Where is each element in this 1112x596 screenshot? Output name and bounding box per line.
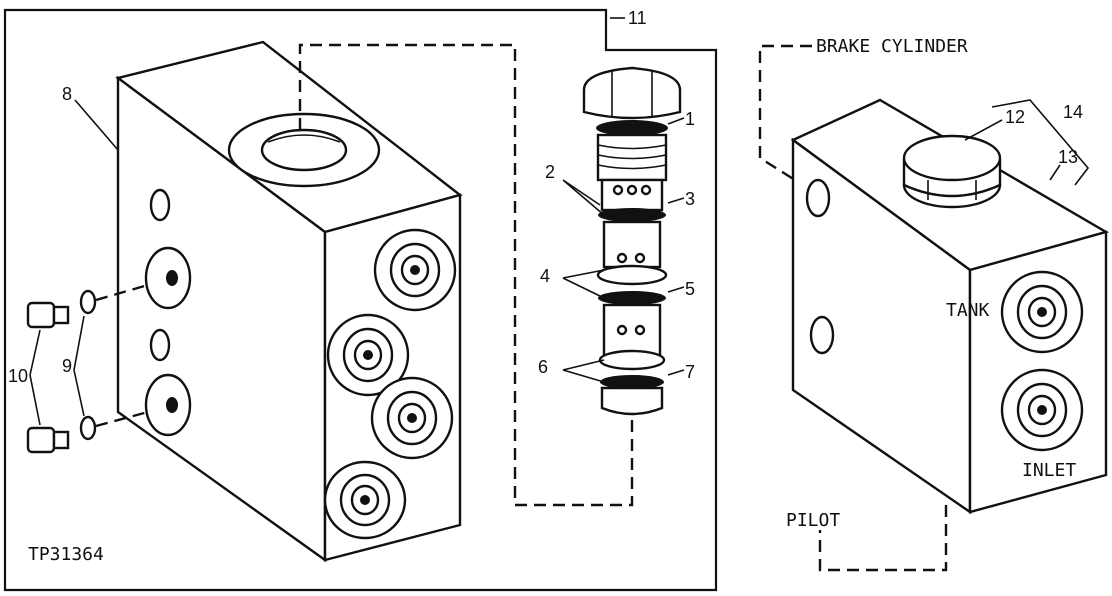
callout-12: 12 — [1005, 107, 1025, 127]
callout-14: 14 — [1063, 102, 1083, 122]
callout-10: 10 — [8, 366, 28, 386]
callout-7: 7 — [685, 362, 695, 382]
callout-4: 4 — [540, 266, 550, 286]
callout-11: 11 — [628, 8, 647, 28]
callout-3: 3 — [685, 189, 695, 209]
callout-1: 1 — [685, 109, 695, 129]
tank-port — [1000, 270, 1084, 354]
callout-5: 5 — [685, 279, 695, 299]
leader-lines — [74, 17, 1090, 383]
callout-8: 8 — [62, 84, 72, 104]
frame-outline — [3, 8, 718, 592]
manifold-right-ports — [323, 228, 457, 540]
callout-9: 9 — [62, 356, 72, 376]
pilot-line — [818, 505, 948, 572]
manifold-block — [115, 40, 463, 563]
cartridge-valve — [582, 66, 682, 416]
brake-cylinder-line — [758, 44, 812, 182]
pilot-label: PILOT — [786, 510, 840, 531]
plugs-and-orings — [26, 283, 149, 454]
callout-13: 13 — [1058, 147, 1078, 167]
tank-label: TANK — [946, 300, 990, 321]
brake-cylinder-label: BRAKE CYLINDER — [816, 36, 968, 57]
inlet-label: INLET — [1022, 460, 1076, 481]
figure-id-label: TP31364 — [28, 544, 104, 565]
callout-2: 2 — [545, 162, 555, 182]
inlet-port — [1000, 368, 1084, 452]
callout-6: 6 — [538, 357, 548, 377]
